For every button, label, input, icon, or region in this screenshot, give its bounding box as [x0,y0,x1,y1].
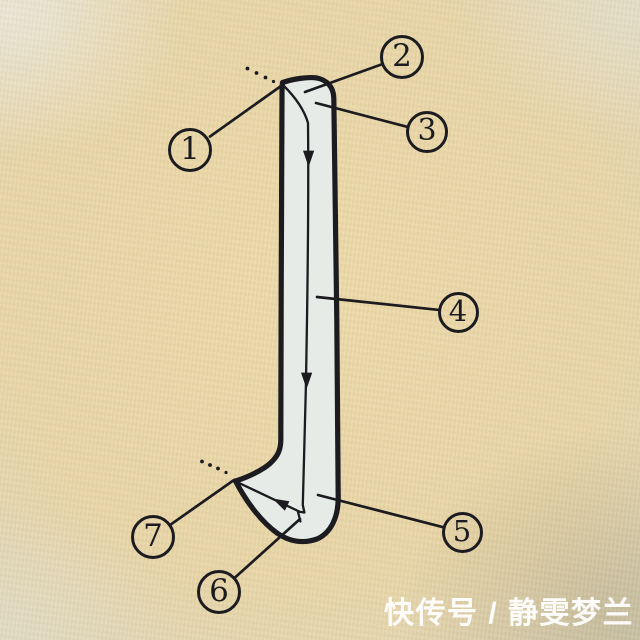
marker-6-label: 6 [209,572,229,609]
leader-line-3 [314,101,409,129]
leader-line-5 [316,493,444,529]
marker-3-label: 3 [417,113,437,148]
marker-6: 6 [197,570,241,614]
leader-line-7 [169,478,236,526]
marker-4-label: 4 [448,293,468,328]
arrowhead-down-2 [301,372,313,389]
entry-dots-bottom [200,459,228,475]
marker-4: 4 [437,291,479,333]
marker-1-label: 1 [180,130,200,167]
marker-2: 2 [380,35,424,79]
stroke-outline [232,74,341,545]
arrowhead-down-1 [303,150,315,167]
brush-path-line [282,84,310,523]
marker-5: 5 [441,511,483,553]
marker-3: 3 [406,111,448,153]
marker-2-label: 2 [392,37,412,74]
leader-line-2 [303,63,383,94]
marker-1: 1 [168,128,212,172]
marker-7-label: 7 [143,517,163,554]
leader-line-1 [208,84,283,138]
hook-arrowhead [272,498,290,511]
leader-line-4 [315,295,439,312]
watermark: 快传号 / 静雯梦兰 [383,597,634,630]
leader-line-6 [233,517,302,579]
marker-5-label: 5 [452,513,472,548]
entry-dots-top [245,66,276,84]
marker-7: 7 [131,515,175,559]
hook-flick-line [236,481,301,513]
